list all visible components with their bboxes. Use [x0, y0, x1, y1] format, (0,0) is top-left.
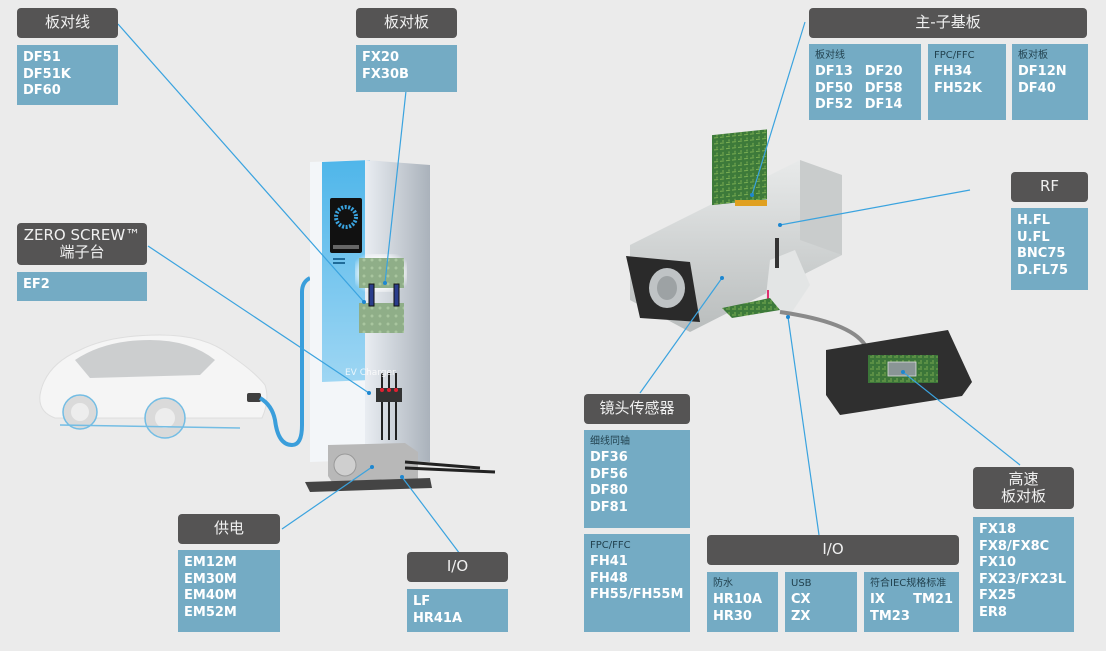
part-number[interactable]: DF40	[1018, 80, 1056, 96]
part-number[interactable]: DF52	[815, 97, 853, 112]
station-brand-text: EV Charger	[345, 368, 396, 378]
part-number[interactable]: DF12N	[1018, 64, 1067, 79]
part-number[interactable]: FX25	[979, 588, 1016, 603]
board-to-board-title: 板对板	[1000, 487, 1046, 505]
part-number[interactable]: FX20	[362, 50, 399, 65]
part-number[interactable]: HR10A	[713, 592, 763, 607]
high-speed-list: FX18 FX8/FX8C FX10 FX23/FX23L FX25 ER8	[973, 517, 1074, 632]
io-left-list: LF HR41A	[407, 589, 508, 632]
part-number[interactable]: DF13	[815, 64, 853, 79]
part-number[interactable]: FX18	[979, 522, 1016, 537]
board-to-wire-header: 板对线	[17, 8, 118, 38]
power-header: 供电	[178, 514, 280, 544]
part-number[interactable]: FX23/FX23L	[979, 571, 1067, 587]
leader-dots	[362, 193, 905, 479]
part-number[interactable]: FH48	[590, 570, 628, 586]
part-number[interactable]: TM21	[913, 592, 953, 607]
high-speed-header: 高速 板对板	[973, 467, 1074, 509]
board-to-board-list: FX20 FX30B	[356, 45, 457, 92]
part-number[interactable]: FH41	[590, 554, 628, 569]
high-speed-title: 高速	[1008, 469, 1039, 488]
part-number[interactable]: BNC75	[1017, 246, 1066, 261]
part-number[interactable]: FX30B	[362, 66, 409, 82]
io-left-header: I/O	[407, 552, 508, 582]
security-camera-illustration	[626, 129, 867, 347]
board-to-board-header: 板对板	[356, 8, 457, 38]
group-label: FPC/FFC	[590, 540, 631, 551]
part-number[interactable]: EM40M	[184, 588, 237, 603]
part-number[interactable]: DF20	[864, 64, 903, 79]
io-right-group-waterproof: 防水 HR10A HR30	[707, 572, 778, 632]
charging-station-illustration: EV Charger	[305, 160, 496, 492]
part-number[interactable]: DF56	[590, 466, 628, 482]
part-number[interactable]: EM30M	[184, 571, 237, 587]
io-right-group-iec: 符合IEC规格标准 IX TM21 TM23	[864, 572, 959, 632]
part-number[interactable]: EM12M	[184, 555, 237, 570]
part-number[interactable]: U.FL	[1017, 229, 1050, 245]
zero-screw-header: ZERO SCREW™ 端子台	[17, 223, 147, 265]
processing-box-illustration	[826, 330, 972, 415]
lens-sensor-group-fpc: FPC/FFC FH41 FH48 FH55/FH55M	[584, 534, 690, 632]
group-label: USB	[791, 578, 812, 589]
group-label: 防水	[713, 578, 733, 589]
group-label: 板对线	[815, 50, 845, 61]
part-number[interactable]: FH34	[934, 64, 972, 79]
part-number[interactable]: FH52K	[934, 80, 982, 96]
terminal-block-title: 端子台	[59, 243, 105, 261]
part-number[interactable]: FX8/FX8C	[979, 538, 1050, 554]
part-number[interactable]: DF80	[590, 483, 628, 498]
charging-cable	[258, 276, 311, 448]
part-number[interactable]: DF14	[864, 97, 903, 112]
part-number[interactable]: DF81	[590, 499, 628, 515]
power-list: EM12M EM30M EM40M EM52M	[178, 550, 280, 632]
main-sub-board-group-fpc: FPC/FFC FH34 FH52K	[928, 44, 1006, 120]
main-sub-board-group-board-to-board: 板对板 DF12N DF40	[1012, 44, 1088, 120]
part-number[interactable]: FH55/FH55M	[590, 587, 684, 602]
part-number[interactable]: TM23	[870, 608, 910, 624]
rf-header: RF	[1011, 172, 1088, 202]
lens-sensor-header: 镜头传感器	[584, 394, 690, 424]
io-right-header: I/O	[707, 535, 959, 565]
part-number[interactable]: HR30	[713, 608, 752, 624]
part-number[interactable]: HR41A	[413, 610, 463, 626]
part-number[interactable]: EF2	[23, 277, 50, 292]
part-number[interactable]: DF58	[864, 80, 903, 96]
part-number[interactable]: ER8	[979, 604, 1007, 620]
group-label: FPC/FFC	[934, 50, 975, 61]
board-to-wire-list: DF51 DF51K DF60	[17, 45, 118, 105]
part-number[interactable]: DF51K	[23, 66, 71, 82]
part-number[interactable]: D.FL75	[1017, 262, 1068, 278]
main-sub-board-header: 主-子基板	[809, 8, 1087, 38]
part-number[interactable]: LF	[413, 594, 431, 609]
rf-list: H.FL U.FL BNC75 D.FL75	[1011, 208, 1088, 290]
part-number[interactable]: IX	[870, 592, 885, 607]
zero-screw-title: ZERO SCREW™	[23, 225, 141, 244]
lens-sensor-group-micro-coax: 细线同轴 DF36 DF56 DF80 DF81	[584, 430, 690, 528]
part-number[interactable]: DF51	[23, 50, 61, 65]
leader-lines	[117, 21, 1021, 555]
part-number[interactable]: DF36	[590, 450, 628, 465]
zero-screw-list: EF2	[17, 272, 147, 301]
io-right-group-usb: USB CX ZX	[785, 572, 857, 632]
part-number[interactable]: EM52M	[184, 604, 237, 620]
part-number[interactable]: DF50	[815, 80, 853, 96]
part-number[interactable]: DF60	[23, 83, 61, 98]
main-sub-board-group-board-to-wire: 板对线 DF13 DF20 DF50 DF58 DF52 DF14	[809, 44, 921, 120]
part-number[interactable]: CX	[791, 592, 811, 607]
part-number[interactable]: FX10	[979, 555, 1016, 570]
group-label: 板对板	[1018, 50, 1048, 61]
group-label: 符合IEC规格标准	[870, 578, 947, 589]
group-label: 细线同轴	[590, 436, 630, 447]
part-number[interactable]: ZX	[791, 608, 811, 624]
ev-car-illustration	[39, 334, 268, 439]
part-number[interactable]: H.FL	[1017, 213, 1050, 228]
